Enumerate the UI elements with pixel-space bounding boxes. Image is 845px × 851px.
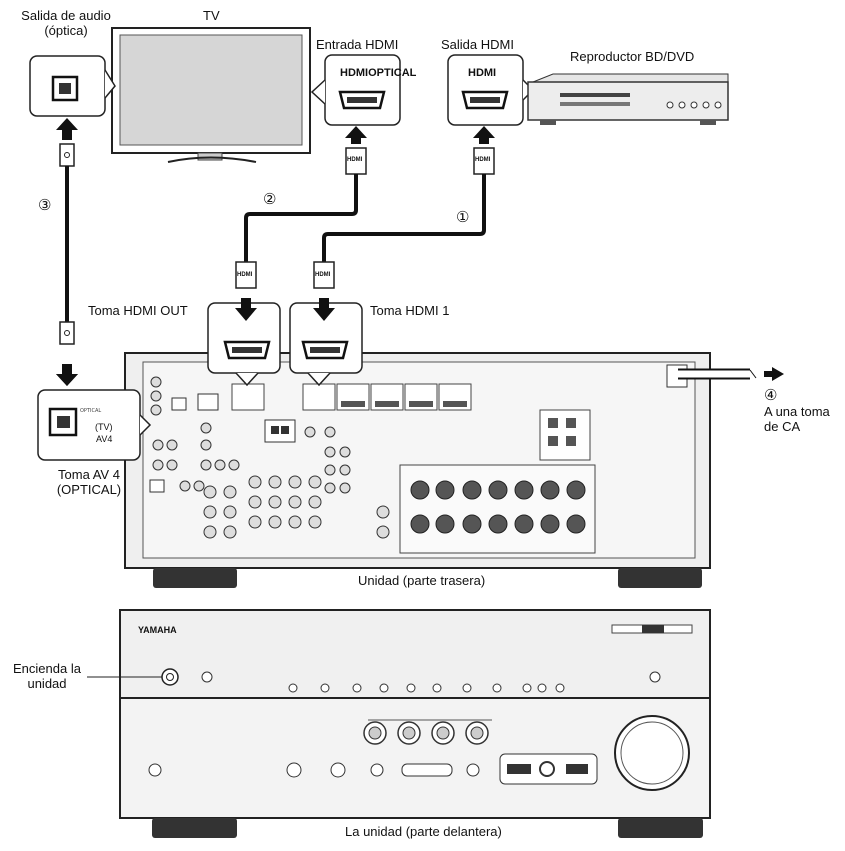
receiver-av4-optical-callout: OPTICAL — [37, 364, 152, 461]
receiver-rear — [124, 352, 784, 588]
label-audio-output: Salida de audio (óptica) — [21, 8, 111, 38]
plug-label-hdmi-2-top: HDMI — [347, 157, 363, 163]
label-ac-outlet: A una toma de CA — [764, 404, 830, 434]
receiver-hdmi-1-callout — [289, 298, 363, 387]
tv-optical-output-callout — [29, 55, 116, 117]
cable-optical-3 — [56, 118, 78, 386]
receiver-hdmi-out-callout — [207, 298, 281, 387]
label-power-on: Encienda la unidad — [13, 661, 81, 691]
label-toma-hdmi-1: Toma HDMI 1 — [370, 303, 450, 318]
step-3-marker: ③ — [38, 197, 52, 214]
caption-front: La unidad (parte delantera) — [345, 824, 502, 839]
label-player-hdmi-port: HDMI — [468, 67, 497, 79]
step-4-marker: ④ — [764, 387, 778, 404]
label-optical-tv: (TV) — [95, 422, 113, 432]
label-hdmi-input: Entrada HDMI — [316, 37, 399, 52]
label-toma-hdmi-out: Toma HDMI OUT — [88, 303, 188, 318]
label-hdmioptical: HDMIOPTICAL — [340, 67, 417, 79]
receiver-front — [119, 609, 711, 838]
label-tv: TV — [203, 8, 220, 23]
step-1-marker: ① — [456, 209, 470, 226]
bd-dvd-player — [527, 73, 729, 125]
label-optical-av4: AV4 — [96, 434, 113, 444]
tv — [111, 27, 311, 163]
plug-label-hdmi-2-bottom: HDMI — [237, 272, 253, 278]
caption-rear: Unidad (parte trasera) — [358, 573, 486, 588]
plug-label-hdmi-1-top: HDMI — [475, 157, 491, 163]
label-hdmi-output: Salida HDMI — [441, 37, 514, 52]
step-2-marker: ② — [263, 191, 277, 208]
label-toma-av4: Toma AV 4 (OPTICAL) — [56, 467, 122, 497]
tv-hdmi-input-callout — [310, 54, 401, 126]
brand-logo: YAMAHA — [138, 625, 177, 635]
label-bd-dvd-player: Reproductor BD/DVD — [570, 49, 695, 64]
plug-label-hdmi-1-bottom: HDMI — [315, 272, 331, 278]
svg-text:OPTICAL: OPTICAL — [80, 408, 101, 414]
